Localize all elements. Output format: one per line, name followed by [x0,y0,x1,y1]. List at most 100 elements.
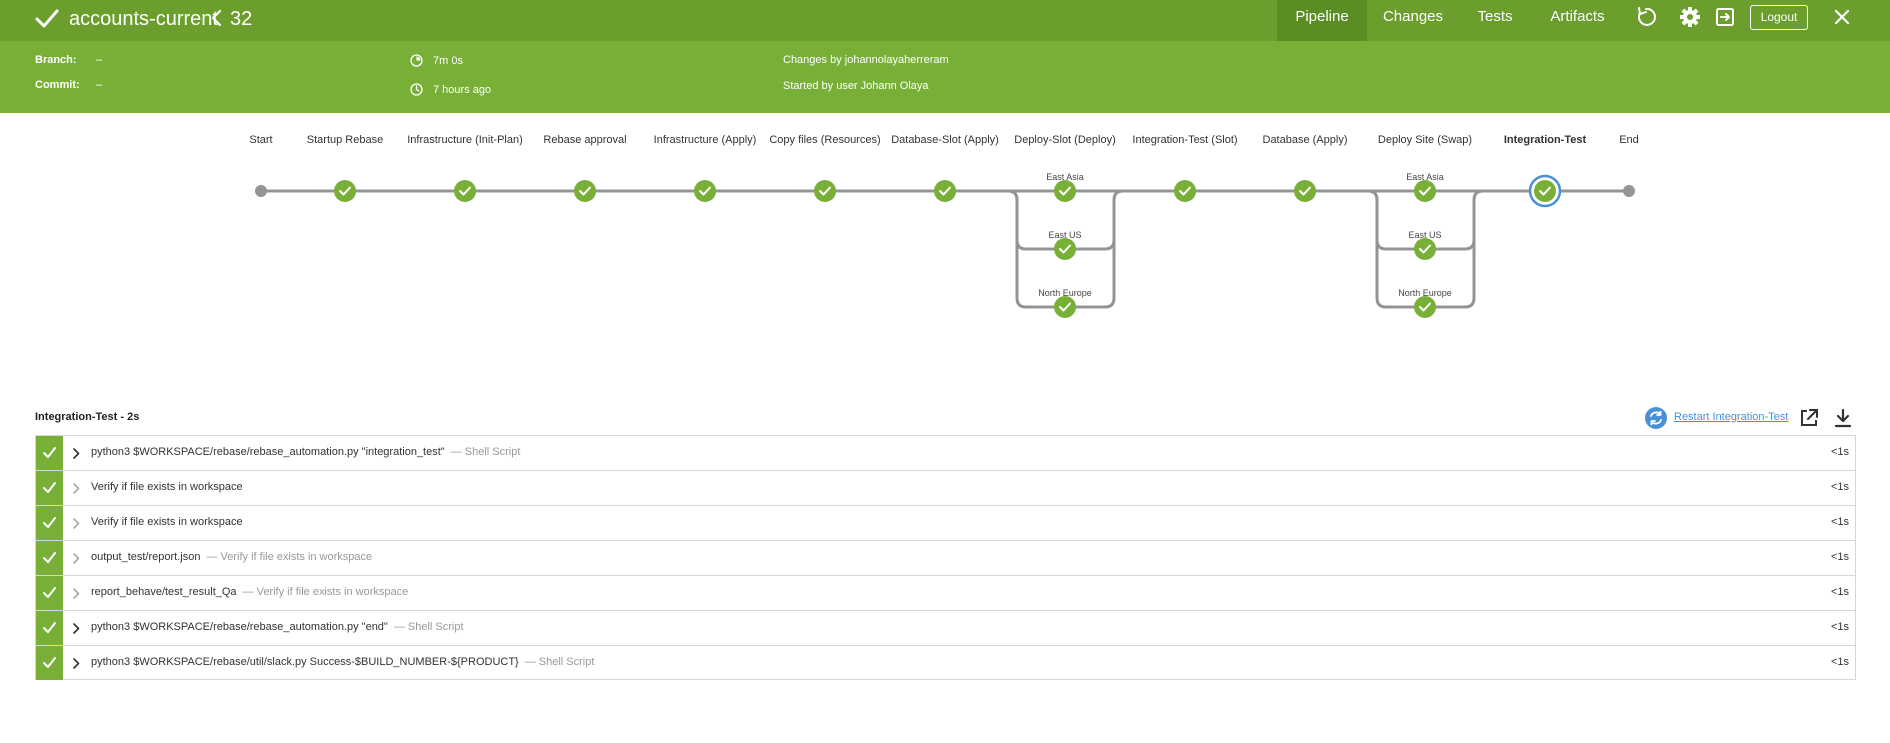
stage-label-rebase-approval[interactable]: Rebase approval [543,134,627,146]
step-row[interactable]: Verify if file exists in workspace <1s [35,470,1856,505]
rerun-icon[interactable] [1635,6,1657,28]
stage-node-deploy-site-north-europe[interactable] [1414,296,1436,318]
stage-node-infrastructure-init-plan[interactable] [454,180,476,202]
stage-label-deploy-slot-deploy[interactable]: Deploy-Slot (Deploy) [1014,134,1116,146]
chevron-right-icon[interactable] [72,518,80,529]
stage-node-startup-rebase[interactable] [334,180,356,202]
step-command: report_behave/test_result_Qa [91,586,237,598]
step-row[interactable]: python3 $WORKSPACE/rebase/rebase_automat… [35,610,1856,645]
step-row[interactable]: Verify if file exists in workspace <1s [35,505,1856,540]
step-duration: <1s [1830,621,1849,633]
stage-node-integration-test-slot[interactable] [1174,180,1196,202]
chevron-left-icon[interactable] [210,9,224,27]
restart-stage-link[interactable]: Restart Integration-Test [1674,411,1789,423]
time-ago: 7 hours ago [433,84,492,96]
chevron-right-icon[interactable] [72,623,80,634]
stage-node-database-apply[interactable] [1294,180,1316,202]
end-node [1623,185,1635,197]
step-status [36,506,63,540]
tab-changes[interactable]: Changes [1382,8,1444,25]
stage-node-integration-test[interactable] [1528,174,1562,208]
tab-tests[interactable]: Tests [1477,8,1513,25]
step-list: python3 $WORKSPACE/rebase/rebase_automat… [35,435,1856,680]
step-description: — Shell Script [393,621,464,633]
step-duration: <1s [1830,551,1849,563]
open-external-icon[interactable] [1798,407,1820,429]
exit-icon[interactable] [1714,6,1736,28]
stage-node-infrastructure-apply[interactable] [694,180,716,202]
step-description: — Shell Script [524,656,595,668]
tab-artifacts[interactable]: Artifacts [1550,8,1605,25]
step-command: Verify if file exists in workspace [91,481,243,493]
step-status [36,611,63,645]
step-label: report_behave/test_result_Qa— Verify if … [91,586,408,598]
run-summary: Branch: – Commit: – 7m 0s 7 hours ago Ch… [0,41,1890,113]
logout-button[interactable]: Logout [1750,5,1808,30]
check-icon [43,622,56,633]
stage-node-rebase-approval[interactable] [574,180,596,202]
branch-label-deploy-slot-north-europe: North Europe [1038,288,1092,298]
start-node [255,185,267,197]
stage-label-startup-rebase[interactable]: Startup Rebase [306,134,384,146]
stage-label-infrastructure-init-plan[interactable]: Infrastructure (Init-Plan) [407,134,523,146]
step-row[interactable]: report_behave/test_result_Qa— Verify if … [35,575,1856,610]
stage-label-database-apply[interactable]: Database (Apply) [1262,134,1348,146]
step-row[interactable]: output_test/report.json— Verify if file … [35,540,1856,575]
tab-pipeline[interactable]: Pipeline [1277,0,1367,41]
stage-node-deploy-slot-north-europe[interactable] [1054,296,1076,318]
restart-icon[interactable] [1645,407,1667,429]
chevron-right-icon[interactable] [72,588,80,599]
step-status [36,576,63,610]
chevron-right-icon[interactable] [72,483,80,494]
stage-node-deploy-slot-east-asia[interactable] [1054,180,1076,202]
duration-icon [410,54,423,67]
run-number: 32 [230,8,253,30]
stage-label-copy-files[interactable]: Copy files (Resources) [769,134,881,146]
success-check-icon [35,9,59,28]
step-label: python3 $WORKSPACE/rebase/util/slack.py … [91,656,594,668]
stage-node-database-slot-apply[interactable] [934,180,956,202]
step-duration: <1s [1830,516,1849,528]
stage-label-deploy-site-swap[interactable]: Deploy Site (Swap) [1377,134,1473,146]
step-command: python3 $WORKSPACE/rebase/rebase_automat… [91,446,445,458]
step-status [36,646,63,680]
chevron-right-icon[interactable] [72,658,80,669]
stage-label-database-slot-apply[interactable]: Database-Slot (Apply) [891,134,999,146]
step-duration: <1s [1830,586,1849,598]
step-description: — Verify if file exists in workspace [206,551,373,563]
stage-node-deploy-site-east-us[interactable] [1414,238,1436,260]
changes-by: Changes by johannolayaherreram [783,54,949,66]
stage-node-deploy-site-east-asia[interactable] [1414,180,1436,202]
stage-node-copy-files[interactable] [814,180,836,202]
branch-label: Branch: [35,54,77,66]
step-status [36,471,63,505]
check-icon [43,657,56,668]
chevron-right-icon[interactable] [72,553,80,564]
step-duration: <1s [1830,656,1849,668]
step-command: python3 $WORKSPACE/rebase/rebase_automat… [91,621,388,633]
download-icon[interactable] [1832,407,1854,429]
top-bar: accounts-current 32 Pipeline Changes Tes… [0,0,1890,41]
stage-node-deploy-slot-east-us[interactable] [1054,238,1076,260]
run-name[interactable]: accounts-current [69,8,218,30]
step-status [36,436,63,470]
started-by: Started by user Johann Olaya [783,80,929,92]
step-label: Verify if file exists in workspace [91,516,249,528]
pipeline-graph: Start Startup Rebase Infrastructure (Ini… [0,113,1890,373]
stage-label-infrastructure-apply[interactable]: Infrastructure (Apply) [653,134,757,146]
step-row[interactable]: python3 $WORKSPACE/rebase/util/slack.py … [35,645,1856,680]
clock-icon [410,83,423,96]
stage-label-end: End [1619,134,1639,146]
stage-label-integration-test-slot[interactable]: Integration-Test (Slot) [1132,134,1238,146]
step-description: — Shell Script [450,446,521,458]
chevron-right-icon[interactable] [72,448,80,459]
check-icon [43,447,56,458]
step-command: Verify if file exists in workspace [91,516,243,528]
branch-label-deploy-slot-east-us: East US [1048,230,1082,240]
stage-label-integration-test[interactable]: Integration-Test [1503,134,1587,146]
close-icon[interactable] [1832,7,1852,27]
duration-value: 7m 0s [433,55,463,67]
gear-icon[interactable] [1679,6,1701,28]
step-row[interactable]: python3 $WORKSPACE/rebase/rebase_automat… [35,435,1856,470]
commit-value: – [96,79,103,91]
